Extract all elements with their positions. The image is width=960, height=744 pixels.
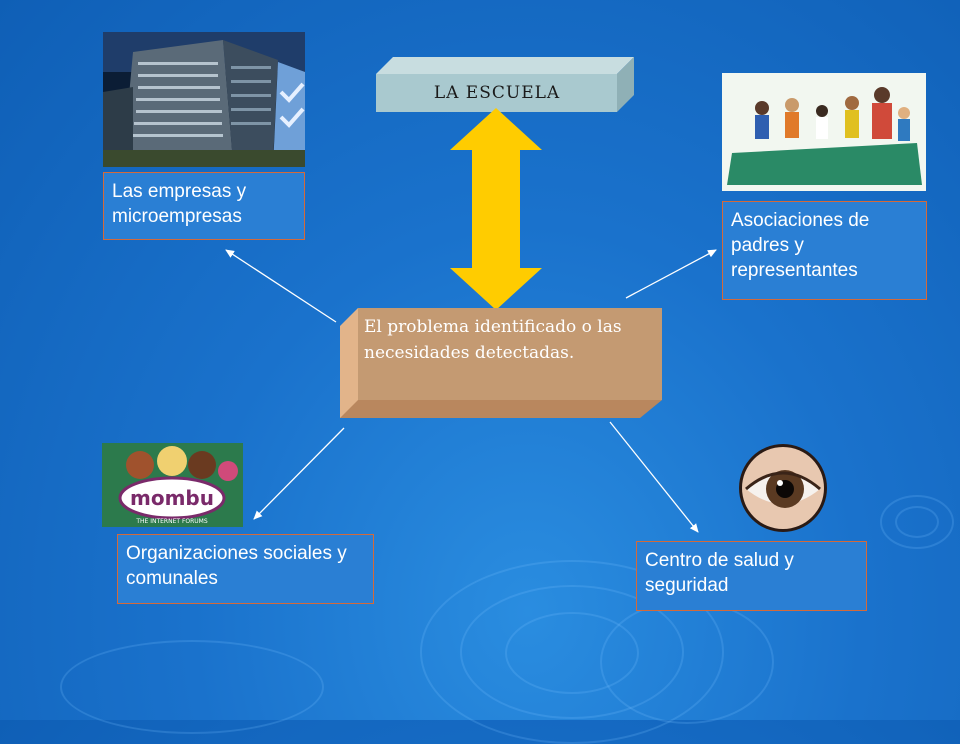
arrow-to-organizaciones [253, 427, 345, 520]
ripple-ring [880, 495, 954, 549]
logo-subtext: THE INTERNET FORUMS [135, 518, 208, 525]
arrow-to-empresas [225, 249, 337, 323]
center-label: El problema identificado o las necesidad… [364, 317, 622, 363]
diagram-connectors [225, 57, 717, 533]
building-image [103, 32, 305, 167]
organizaciones-label: Organizaciones sociales y comunales [117, 534, 374, 604]
mombu-logo-image: mombu THE INTERNET FORUMS [102, 443, 243, 527]
logo-text: mombu [130, 486, 214, 510]
escuela-label: LA ESCUELA [433, 83, 561, 103]
children-playing-image [722, 73, 926, 191]
arrow-to-salud [609, 421, 699, 533]
empresas-label: Las empresas y microempresas [103, 172, 305, 240]
escuela-box [376, 57, 634, 112]
ripple-ring [895, 506, 939, 538]
arrow-to-asociaciones [625, 249, 717, 299]
asociaciones-label: Asociaciones de padres y representantes [722, 201, 927, 300]
salud-label: Centro de salud y seguridad [636, 541, 867, 611]
eye-image [738, 443, 828, 533]
double-arrow [450, 108, 542, 310]
center-box-shape [340, 308, 662, 418]
